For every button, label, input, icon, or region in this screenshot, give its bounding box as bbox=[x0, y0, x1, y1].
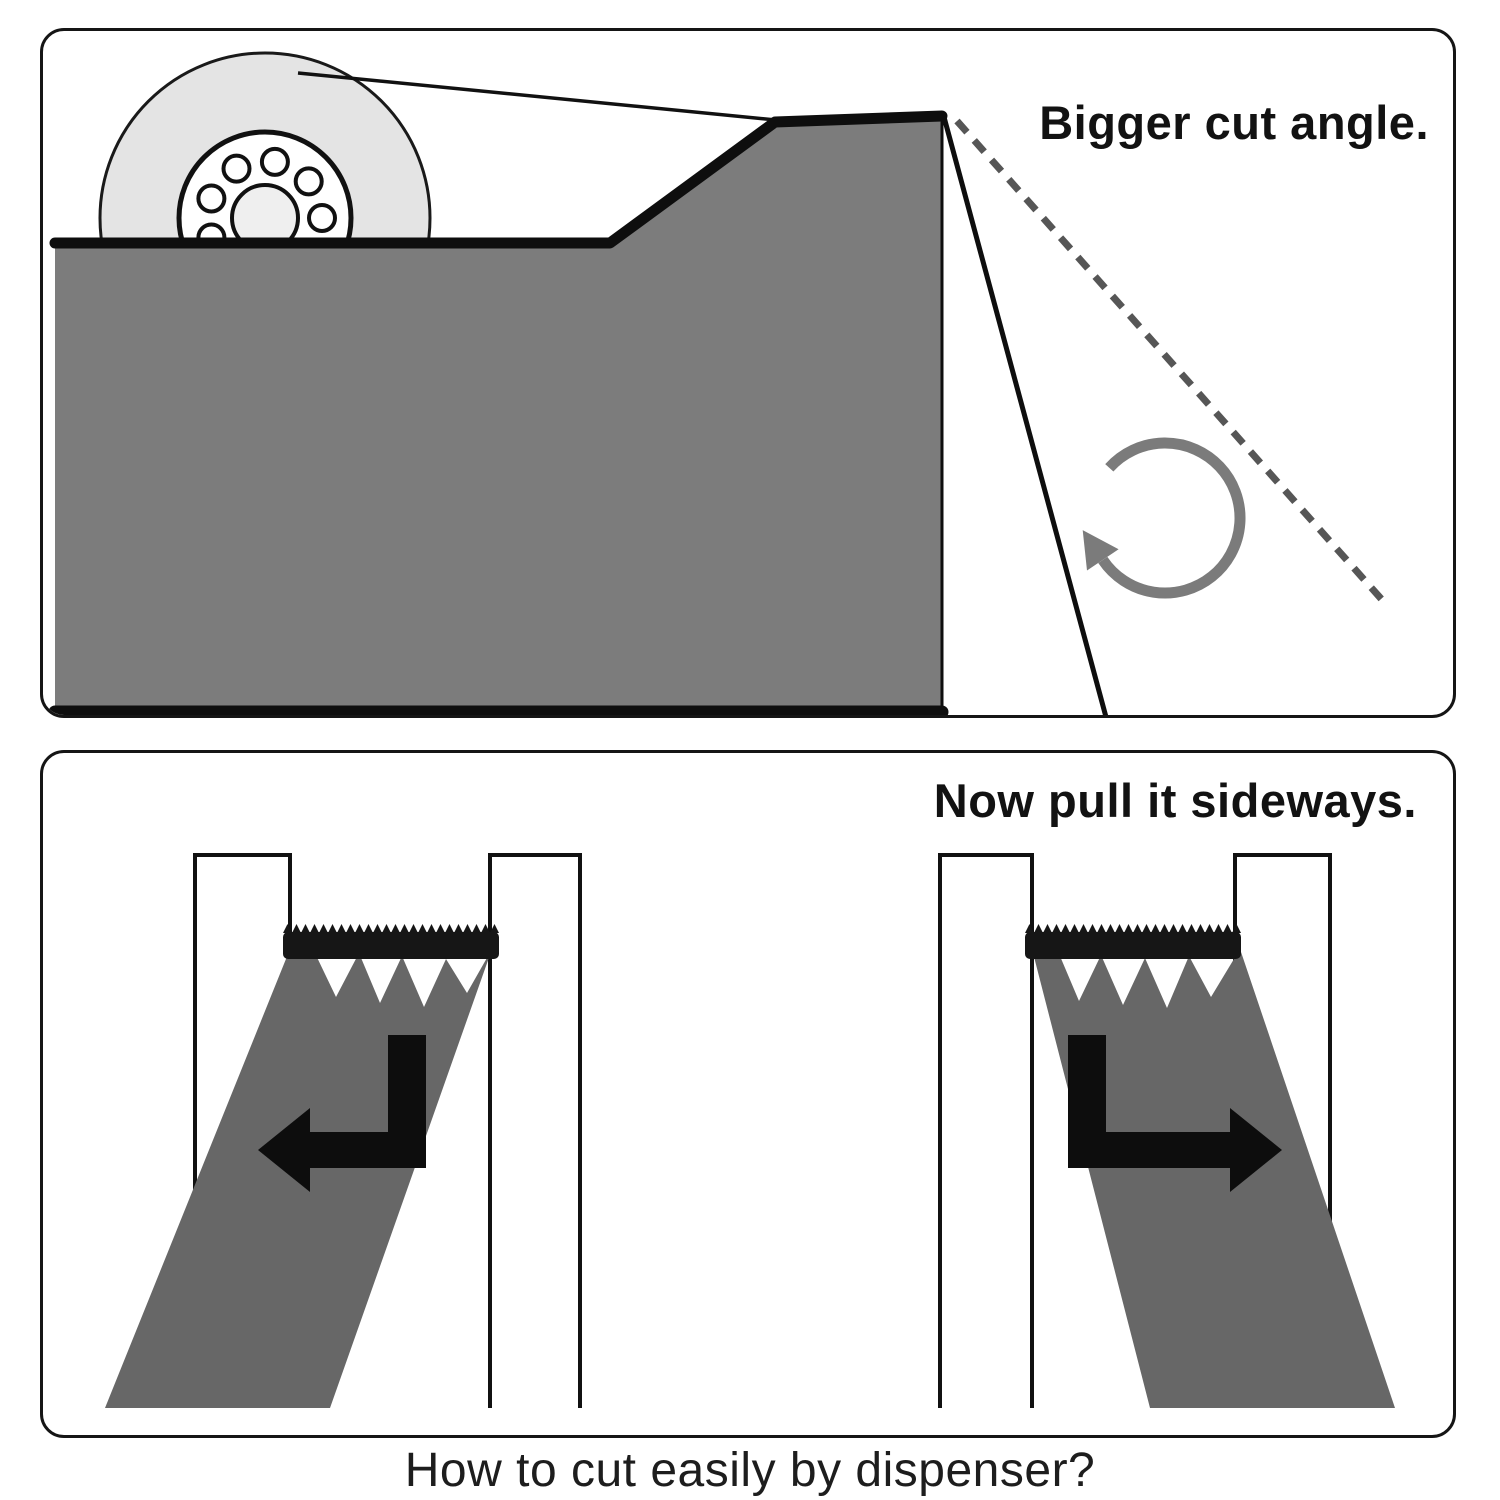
cutter-figure-right bbox=[938, 853, 1395, 1408]
bottom-panel-label: Now pull it sideways. bbox=[933, 774, 1417, 827]
caption: How to cut easily by dispenser? bbox=[404, 1444, 1096, 1497]
top-panel: Bigger cut angle. bbox=[40, 28, 1456, 718]
dispenser-body bbox=[55, 116, 942, 712]
blade-left bbox=[283, 924, 499, 959]
bearing-ball bbox=[293, 166, 324, 197]
bigger-angle-dashed-line bbox=[954, 118, 1387, 605]
dispenser-side-view bbox=[48, 51, 1387, 715]
rotation-arrow-head bbox=[1082, 530, 1119, 571]
pull-left-arrow-icon bbox=[258, 1035, 426, 1192]
bearing-ball bbox=[307, 203, 337, 233]
bearing-ball bbox=[221, 153, 252, 184]
cutter-right-rail-left bbox=[938, 853, 1034, 1408]
pull-sideways-view bbox=[105, 853, 1395, 1408]
blade-left-bar bbox=[283, 932, 499, 959]
rotation-arrow-arc bbox=[1098, 437, 1246, 599]
blade-right-bar bbox=[1025, 932, 1241, 959]
bearing-ball bbox=[196, 183, 227, 214]
cutter-left-rail-right bbox=[488, 853, 582, 1408]
dispenser-top-edge bbox=[49, 110, 948, 249]
blade-right bbox=[1025, 924, 1241, 959]
top-panel-label: Bigger cut angle. bbox=[1039, 96, 1429, 149]
blade-left-teeth bbox=[283, 924, 499, 933]
cutter-figure-left bbox=[105, 853, 582, 1408]
rotation-arrow-icon bbox=[1082, 437, 1246, 599]
pull-right-arrow-icon bbox=[1068, 1035, 1282, 1192]
blade-right-teeth bbox=[1025, 924, 1241, 933]
bottom-panel: Now pull it sideways. bbox=[40, 750, 1456, 1438]
tape-strip-right bbox=[1032, 949, 1395, 1408]
hanging-tape bbox=[941, 116, 1109, 715]
bearing-ball bbox=[259, 146, 290, 177]
tape-feed-line bbox=[297, 71, 777, 122]
